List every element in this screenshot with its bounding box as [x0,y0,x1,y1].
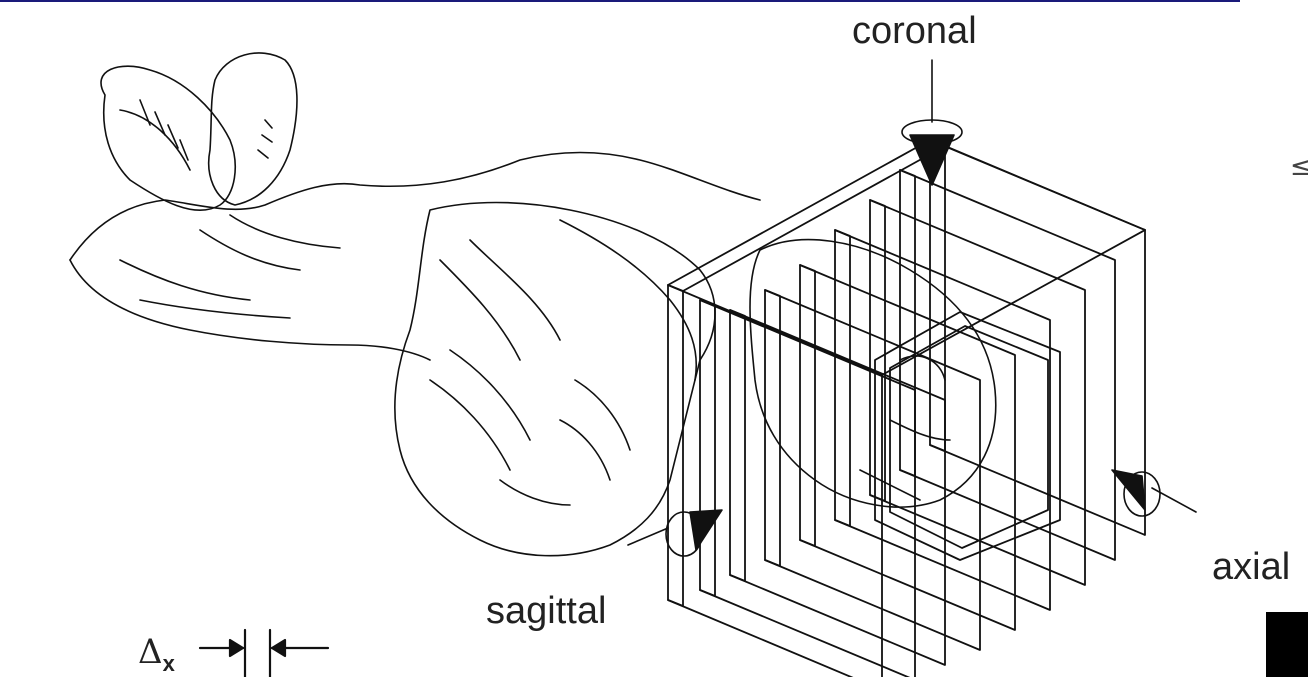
slice-panel [900,170,1115,560]
legs [70,153,760,261]
axial-label: axial [1212,548,1290,586]
coronal-label: coronal [852,12,977,50]
arm [560,220,696,380]
coronal-marker [902,60,962,185]
slice-panel [835,230,1050,610]
delta-x-indicator [200,630,328,677]
edge-glyph: ≤ [1290,152,1308,182]
delta-x-label: Δx [138,632,175,677]
delta-symbol: Δ [138,632,163,672]
right-shoe [209,53,297,205]
slice-panel [765,290,980,650]
slice-panel [730,310,945,665]
axial-marker [1112,470,1196,516]
sagittal-marker [628,510,722,556]
slice-stack [668,140,1145,677]
torso [395,203,715,556]
delta-subscript: x [163,651,175,676]
slice-panel [930,140,1145,535]
person-drawing [70,53,996,556]
corner-block [1266,612,1308,677]
sagittal-label: sagittal [486,592,606,630]
